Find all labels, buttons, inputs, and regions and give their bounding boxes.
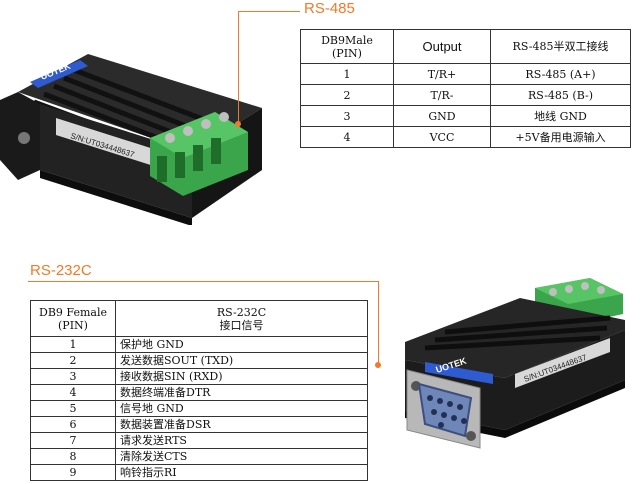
wiring-cell: 地线 GND <box>490 105 631 127</box>
signal-cell: 数据终端准备DTR <box>115 384 368 401</box>
col-header-output: Output <box>393 29 491 64</box>
pin-cell: 6 <box>30 416 116 433</box>
rs232-converter-image: S/N:UT034448637 UOTEK <box>405 278 625 449</box>
col-header-pin: DB9Male (PIN) <box>300 29 394 64</box>
pin-cell: 7 <box>30 432 116 449</box>
wiring-cell: RS-485 (B-) <box>490 84 631 106</box>
rs485-leader-line <box>238 11 269 126</box>
signal-cell: 保护地 GND <box>115 336 368 353</box>
wiring-cell: RS-485 (A+) <box>490 63 631 85</box>
output-cell: VCC <box>393 126 491 148</box>
rs485-pin-table: DB9Male (PIN) Output RS-485半双工接线 1 T/R+ … <box>300 29 631 148</box>
signal-cell: 数据装置准备DSR <box>115 416 368 433</box>
pin-cell: 9 <box>30 464 116 481</box>
pin-cell: 1 <box>30 336 116 353</box>
signal-cell: 信号地 GND <box>115 400 368 417</box>
rs232-leader-dot <box>375 362 381 368</box>
pin-cell: 3 <box>30 368 116 385</box>
rs485-leader-dot <box>235 121 241 127</box>
pin-cell: 2 <box>30 352 116 369</box>
col-header-wiring: RS-485半双工接线 <box>490 29 631 64</box>
table-row: 3 GND 地线 GND <box>300 105 631 127</box>
signal-cell: 发送数据SOUT (TXD) <box>115 352 368 369</box>
signal-cell: 接收数据SIN (RXD) <box>115 368 368 385</box>
rs232-leader-line <box>28 281 378 282</box>
pin-cell: 1 <box>300 63 394 85</box>
wiring-cell: +5V备用电源输入 <box>490 126 631 148</box>
output-cell: GND <box>393 105 491 127</box>
col-header-pin: DB9 Female (PIN) <box>30 300 116 337</box>
signal-cell: 请求发送RTS <box>115 432 368 449</box>
rs485-leader-line-2 <box>268 11 300 12</box>
pin-cell: 5 <box>30 400 116 417</box>
output-cell: T/R+ <box>393 63 491 85</box>
output-cell: T/R- <box>393 84 491 106</box>
col-header-signal: RS-232C 接口信号 <box>115 300 368 337</box>
table-header-row: DB9 Female (PIN) RS-232C 接口信号 <box>30 300 368 337</box>
rs485-converter-image: UOTEK S/N:UT034448637 <box>0 54 262 225</box>
table-header-row: DB9Male (PIN) Output RS-485半双工接线 <box>300 29 631 64</box>
rs232-title: RS-232C <box>30 262 92 279</box>
table-row: 4 VCC +5V备用电源输入 <box>300 126 631 148</box>
rs232-leader-line-2 <box>378 281 379 365</box>
pin-cell: 2 <box>300 84 394 106</box>
table-row: 2 T/R- RS-485 (B-) <box>300 84 631 106</box>
table-row: 1 T/R+ RS-485 (A+) <box>300 63 631 85</box>
rs485-title: RS-485 <box>304 0 355 17</box>
pin-cell: 4 <box>300 126 394 148</box>
pin-cell: 8 <box>30 448 116 465</box>
pin-cell: 4 <box>30 384 116 401</box>
signal-cell: 响铃指示RI <box>115 464 368 481</box>
pin-cell: 3 <box>300 105 394 127</box>
signal-cell: 清除发送CTS <box>115 448 368 465</box>
